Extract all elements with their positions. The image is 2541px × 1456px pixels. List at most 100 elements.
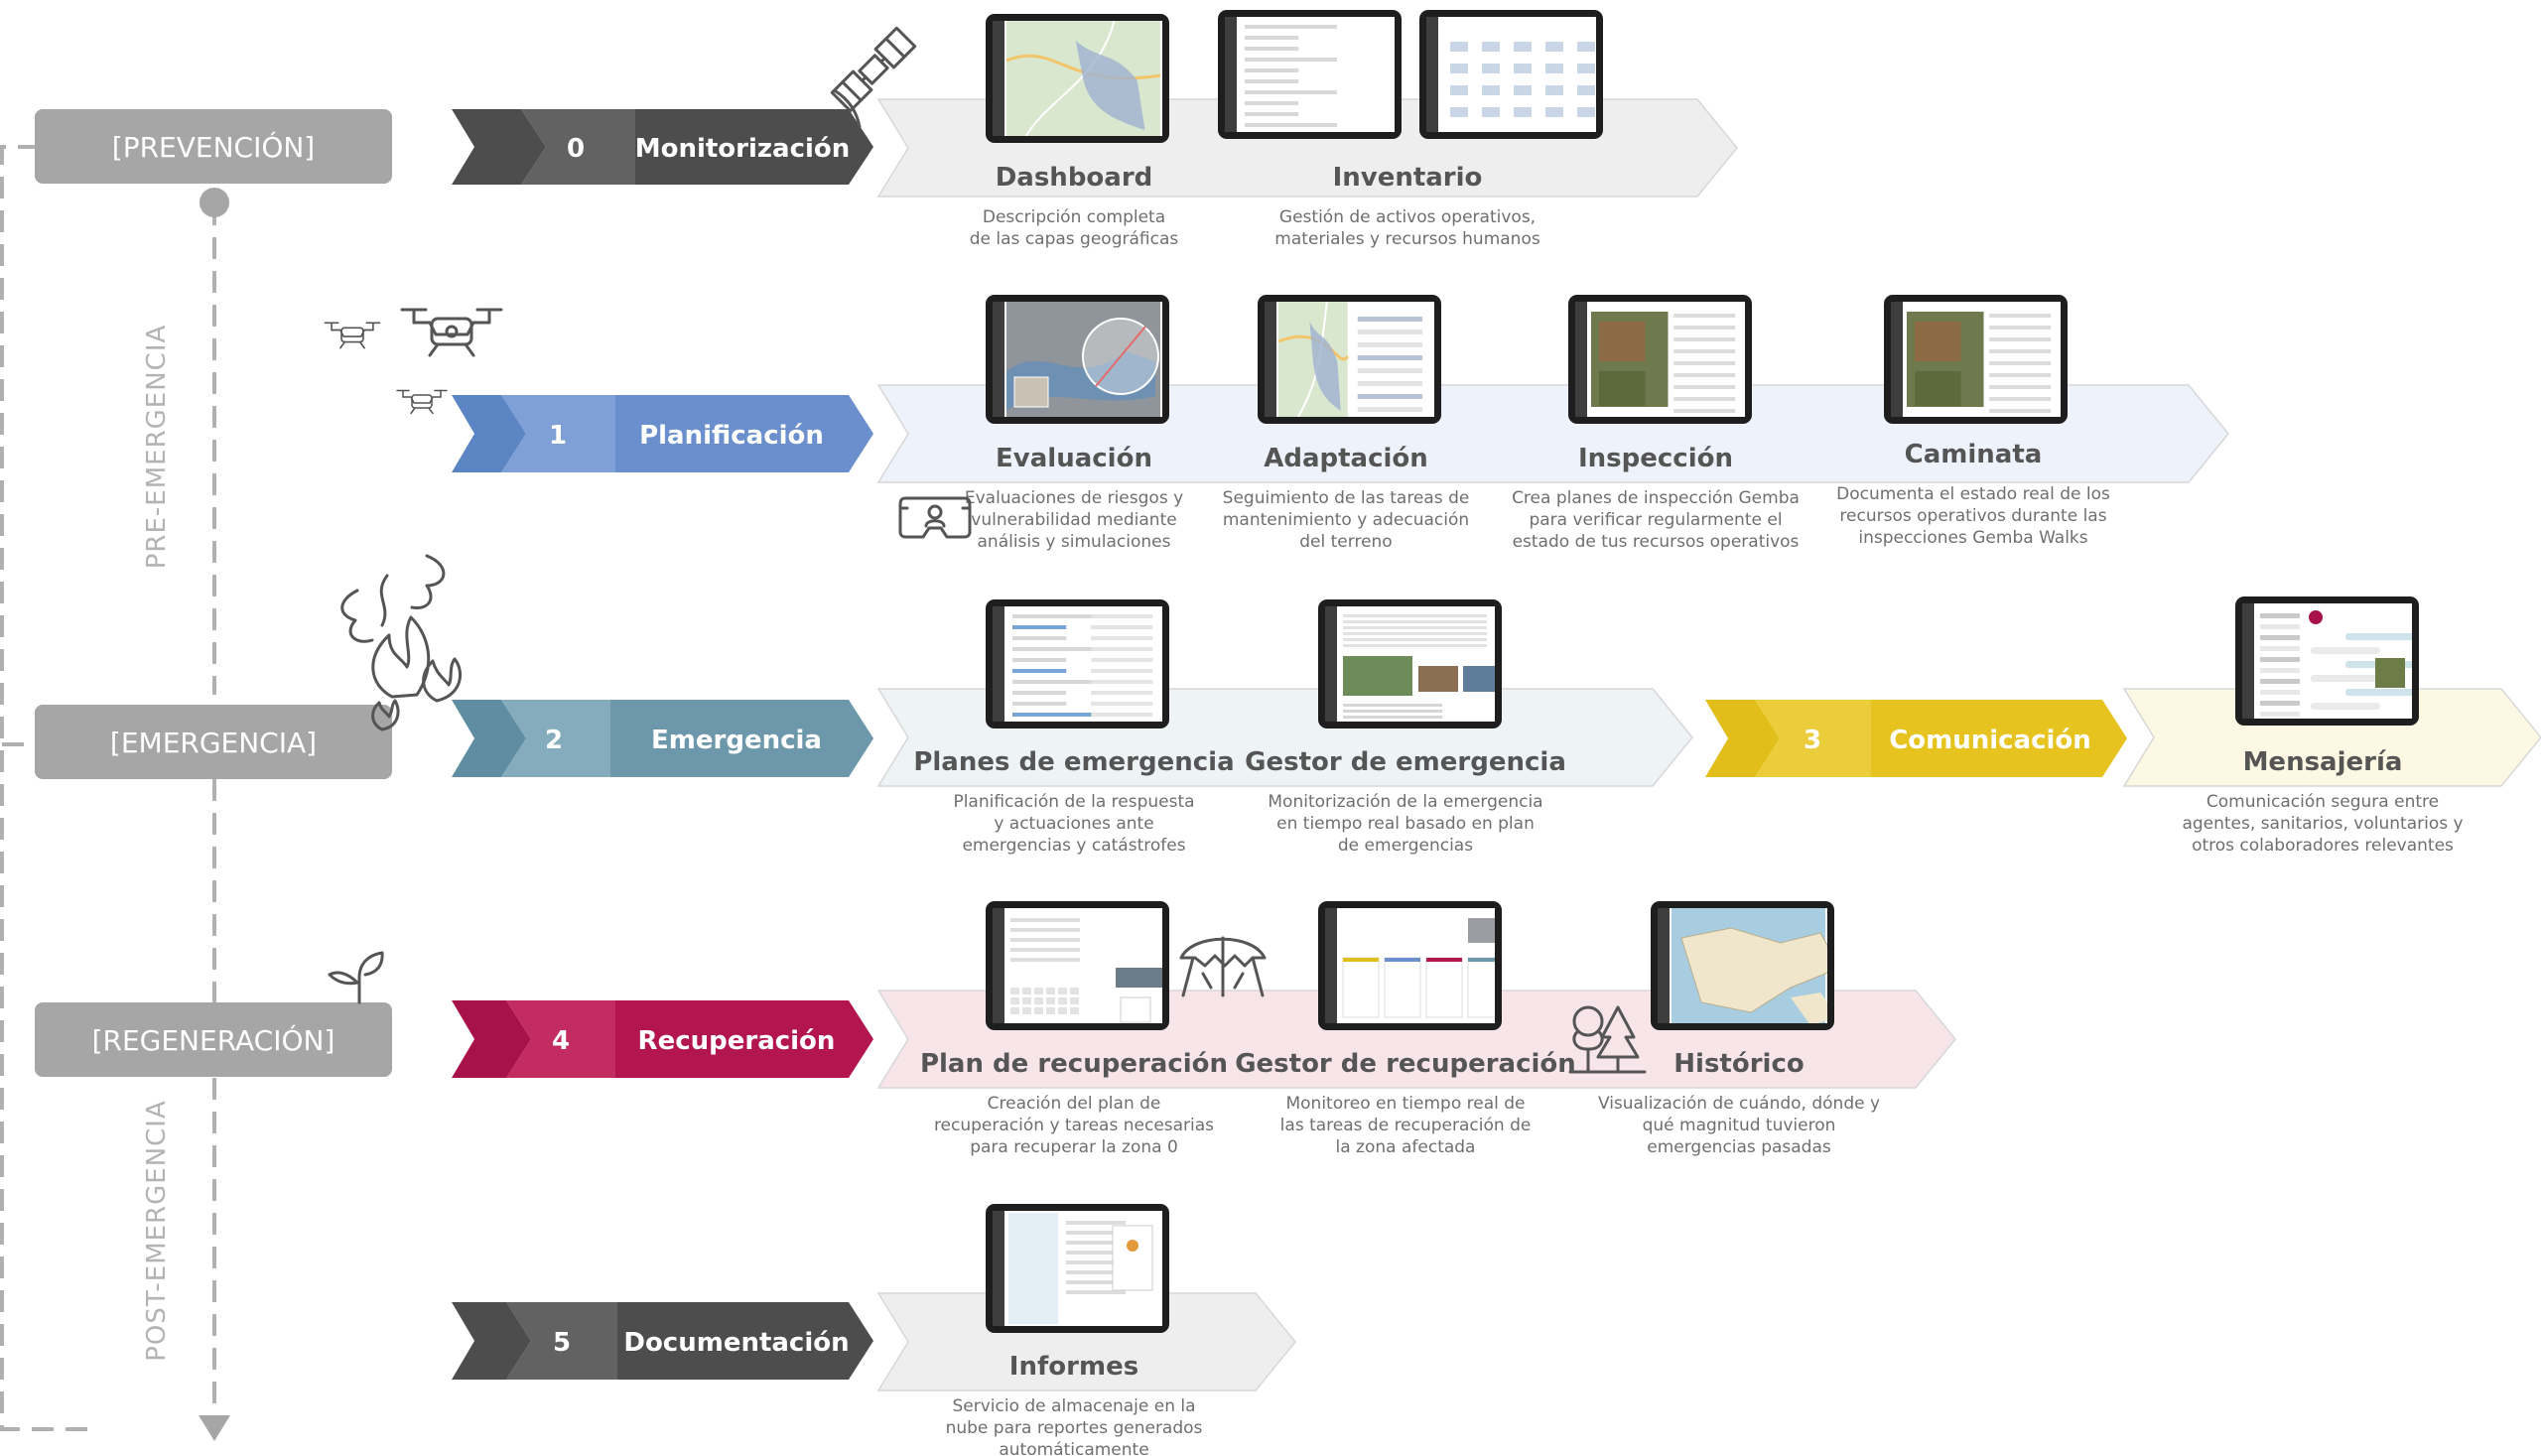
module-description-line: en tiempo real basado en plan <box>1276 814 1535 834</box>
module-title: Gestor de recuperación <box>1235 1049 1576 1079</box>
module-title: Inventario <box>1333 163 1483 193</box>
inventario-screen-a <box>1218 10 1402 139</box>
module-title: Inspección <box>1578 444 1733 473</box>
phase-regeneracion-box <box>35 1002 392 1077</box>
module-description-line: las tareas de recuperación de <box>1280 1116 1532 1135</box>
timeline: PRE-EMERGENCIA POST-EMERGENCIA <box>0 145 230 1441</box>
screen-content <box>2242 603 2412 719</box>
module-description-line: emergencias y catástrofes <box>962 836 1185 856</box>
module-title: Plan de recuperación <box>920 1049 1228 1079</box>
screen-content <box>1426 17 1595 132</box>
module-title: Adaptación <box>1264 444 1428 473</box>
step-2-number: 2 <box>545 726 563 755</box>
module-title: Histórico <box>1673 1049 1804 1079</box>
satellite-signal-icon <box>834 89 862 129</box>
screen-content <box>993 908 1162 1023</box>
module-description-line: nube para reportes generados <box>946 1418 1203 1438</box>
screen-content <box>993 21 1161 136</box>
phase-prevencion-box <box>35 109 392 184</box>
dashboard-screen <box>986 14 1169 143</box>
broken-umbrella-icon <box>1179 936 1267 997</box>
module-description-line: materiales y recursos humanos <box>1274 229 1540 249</box>
screen-content <box>1265 302 1422 417</box>
vr-headset-icon <box>898 496 972 539</box>
module-description-line: Descripción completa <box>983 207 1165 227</box>
module-description-line: Planificación de la respuesta <box>953 792 1194 812</box>
step-2-chevron: 2 Emergencia <box>452 700 873 777</box>
module-description-line: emergencias pasadas <box>1647 1137 1831 1157</box>
module-description-line: qué magnitud tuvieron <box>1643 1116 1836 1135</box>
fire-smoke-icon <box>340 554 463 731</box>
module-title: Planes de emergencia <box>913 747 1234 777</box>
module-description-line: otros colaboradores relevantes <box>2192 836 2454 856</box>
phase-emergencia-box <box>35 705 392 779</box>
module-description-line: análisis y simulaciones <box>978 532 1171 552</box>
band-comunicacion <box>2122 688 2541 787</box>
module-title: Evaluación <box>996 444 1152 473</box>
gestor-emergencia-screen <box>1318 599 1502 728</box>
phase-emergencia-label: [EMERGENCIA] <box>110 727 317 759</box>
step-4-chevron: 4 Recuperación <box>452 1000 873 1078</box>
screen-content <box>1225 17 1337 132</box>
module-title: Informes <box>1009 1352 1138 1382</box>
evaluacion-screen <box>986 295 1169 424</box>
module-description-line: Monitoreo en tiempo real de <box>1285 1094 1525 1114</box>
screen-content <box>993 302 1160 417</box>
planes-emergencia-screen <box>986 599 1169 728</box>
module-description-line: Documenta el estado real de los <box>1836 484 2110 504</box>
module-description-line: y actuaciones ante <box>994 814 1153 834</box>
module-description-line: para recuperar la zona 0 <box>970 1137 1178 1157</box>
step-4-number: 4 <box>552 1026 570 1056</box>
module-description-line: Crea planes de inspección Gemba <box>1512 488 1800 508</box>
module-description-line: automáticamente <box>999 1440 1148 1456</box>
module-description-line: Gestión de activos operativos, <box>1279 207 1536 227</box>
module-description-line: Seguimiento de las tareas de <box>1223 488 1470 508</box>
module-description-line: agentes, sanitarios, voluntarios y <box>2182 814 2463 834</box>
module-description-line: para verificar regularmente el <box>1529 510 1782 530</box>
gestor-recuperacion-screen <box>1318 901 1502 1030</box>
drone-small-icon <box>324 322 381 349</box>
module-description-line: Monitorización de la emergencia <box>1268 792 1542 812</box>
timeline-start-dot <box>200 188 229 217</box>
screen-content <box>1575 302 1736 417</box>
step-0-label: Monitorización <box>635 134 851 164</box>
tablet-screenshots <box>986 10 2419 1333</box>
step-3-label: Comunicación <box>1889 726 2091 755</box>
step-5-label: Documentación <box>623 1328 849 1358</box>
screen-content <box>993 1211 1153 1326</box>
module-description-line: Servicio de almacenaje en la <box>952 1396 1195 1416</box>
module-title: Caminata <box>1905 440 2043 469</box>
step-2-label: Emergencia <box>651 726 822 755</box>
trees-icon <box>1568 1005 1647 1074</box>
informes-screen <box>986 1204 1169 1333</box>
sprout-icon <box>328 951 384 1004</box>
step-3-number: 3 <box>1804 726 1821 755</box>
inventario-screen-b <box>1419 10 1603 139</box>
satellite-icon <box>830 26 917 113</box>
phase-emergencia: [EMERGENCIA] <box>35 705 392 779</box>
module-title: Gestor de emergencia <box>1245 747 1566 777</box>
module-description-line: vulnerabilidad mediante <box>971 510 1176 530</box>
drone-icon <box>400 308 503 357</box>
step-0-number: 0 <box>567 134 585 164</box>
screen-content <box>1325 606 1495 722</box>
module-description-line: Evaluaciones de riesgos y <box>965 488 1183 508</box>
module-title: Dashboard <box>996 163 1153 193</box>
screen-content <box>1658 908 1827 1023</box>
plan-recuperacion-screen <box>986 901 1169 1030</box>
step-5-chevron: 5 Documentación <box>452 1302 873 1380</box>
screen-content <box>1891 302 2052 417</box>
module-description-line: recuperación y tareas necesarias <box>934 1116 1214 1135</box>
phase-regeneracion: [REGENERACIÓN] <box>35 1002 392 1077</box>
phase-prevencion-label: [PREVENCIÓN] <box>112 130 315 164</box>
step-4-label: Recuperación <box>638 1026 836 1056</box>
historico-screen <box>1651 901 1834 1030</box>
